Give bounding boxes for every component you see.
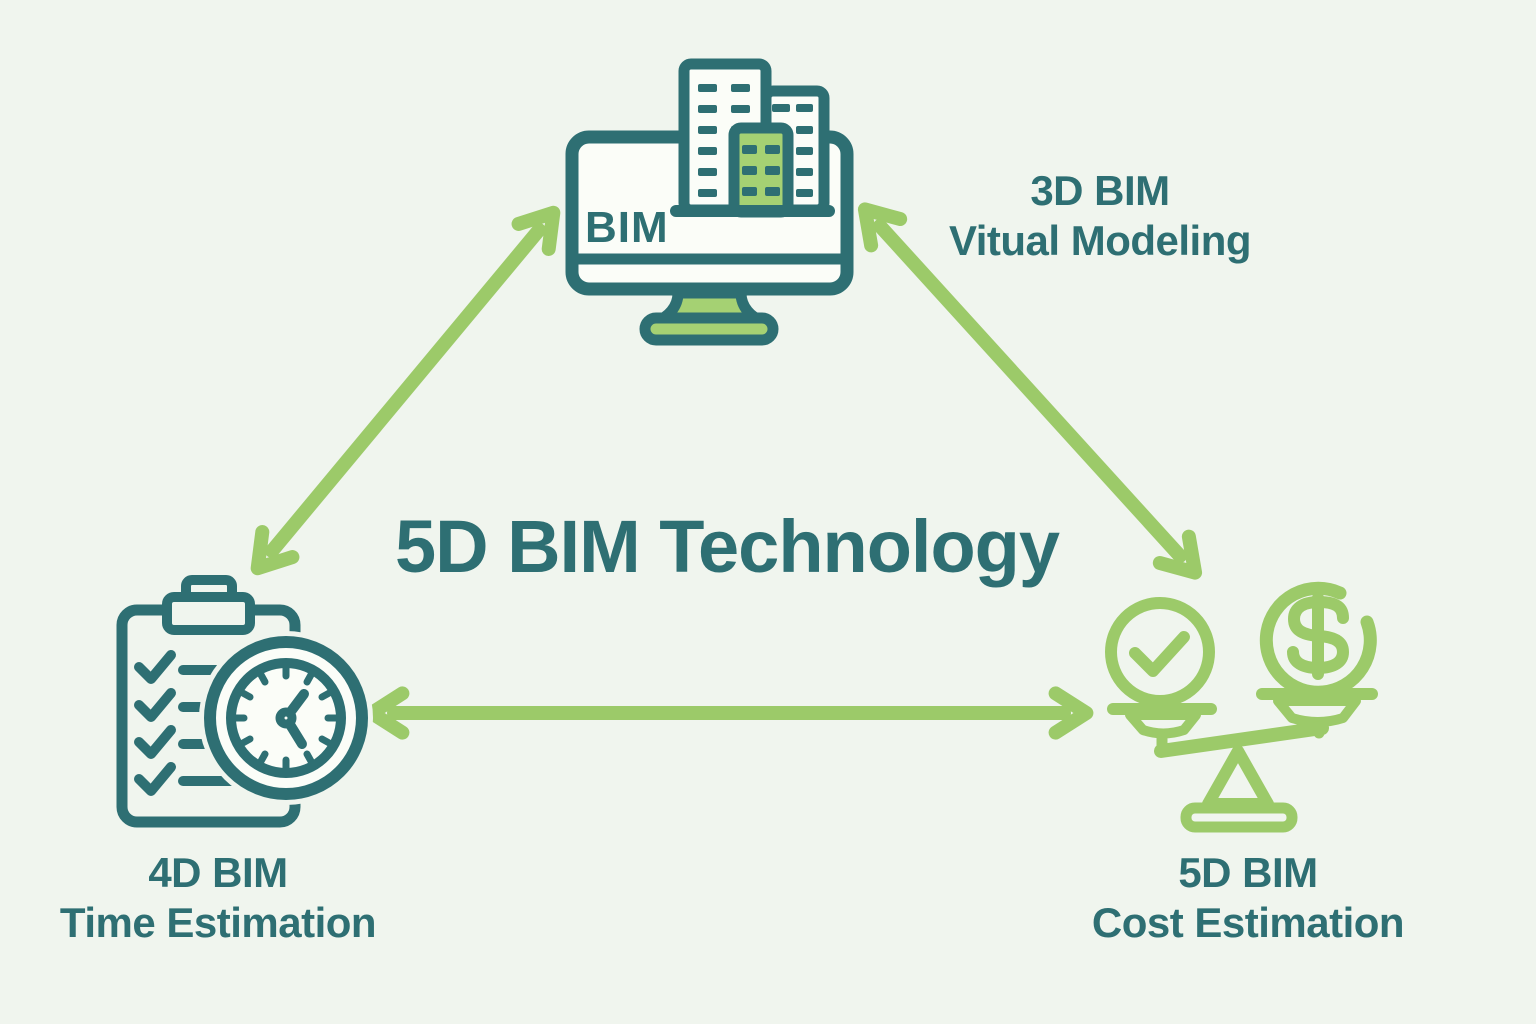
label-3d-bim-line1: 3D BIM	[1030, 167, 1170, 214]
buildings-group	[670, 58, 835, 218]
monitor-screen-label: BIM	[585, 203, 669, 252]
monitor-stand-base	[639, 312, 779, 346]
checklist-checkmarks	[134, 650, 176, 796]
label-4d-bim: 4D BIM Time Estimation	[28, 848, 408, 948]
check-icon	[1129, 631, 1190, 677]
clipboard-clip	[162, 592, 255, 635]
label-4d-bim-line1: 4D BIM	[148, 849, 288, 896]
check-circle	[1105, 597, 1215, 707]
right-pan-bowl	[1273, 696, 1361, 727]
scale-beam	[1154, 721, 1329, 758]
dollar-icon	[1287, 592, 1349, 680]
dollar-circle	[1259, 581, 1377, 699]
label-3d-bim-line2: Vitual Modeling	[948, 217, 1252, 264]
scale-fulcrum-triangle	[1202, 745, 1274, 810]
label-5d-bim: 5D BIM Cost Estimation	[1058, 848, 1438, 948]
clock-center-dot	[275, 707, 297, 729]
clock-tick-marks	[230, 662, 342, 774]
building-center-windows	[742, 145, 780, 196]
label-3d-bim: 3D BIM Vitual Modeling	[880, 166, 1320, 266]
page-title: 5D BIM Technology	[394, 505, 1060, 588]
arrow-monitor-to-scale	[857, 202, 1203, 580]
label-4d-bim-line2: Time Estimation	[59, 899, 377, 946]
label-5d-bim-line1: 5D BIM	[1178, 849, 1318, 896]
clipboard-clock-icon	[116, 575, 373, 828]
balance-scale-icon	[1105, 581, 1378, 833]
bim-monitor-icon	[565, 58, 854, 346]
left-pan-bowl	[1125, 710, 1201, 739]
arrow-monitor-to-clipboard	[250, 205, 561, 576]
label-5d-bim-line2: Cost Estimation	[1091, 899, 1405, 946]
scale-base	[1180, 802, 1298, 833]
